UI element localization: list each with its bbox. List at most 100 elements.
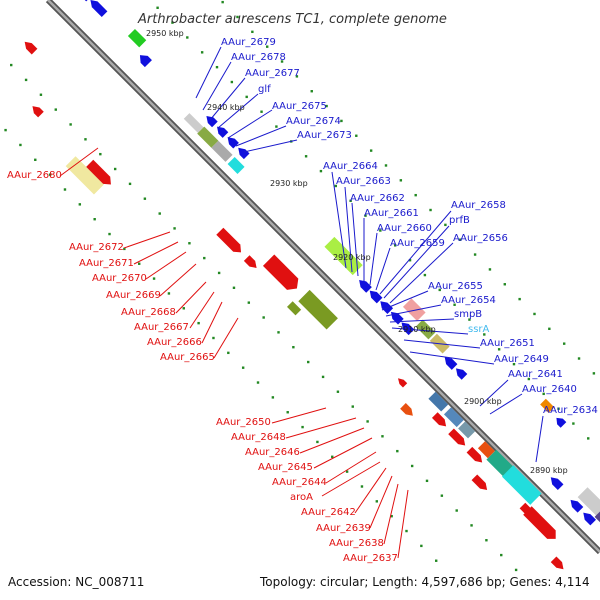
gene-arrow	[262, 254, 299, 290]
gene-feature	[359, 280, 372, 293]
gene-label[interactable]: AAur_2639	[316, 523, 371, 534]
track-dot	[93, 218, 96, 221]
gene-box	[501, 465, 542, 505]
gene-label[interactable]: AAur_2644	[272, 477, 327, 488]
gene-label[interactable]: AAur_2658	[451, 200, 506, 211]
track-dot	[152, 277, 156, 280]
gene-label[interactable]: AAur_2673	[297, 130, 352, 141]
leader-line	[383, 483, 399, 545]
gene-label[interactable]: AAur_2667	[134, 322, 189, 333]
gene-feature	[227, 156, 245, 174]
leader-line	[375, 247, 391, 291]
gene-label[interactable]: AAur_2666	[147, 337, 202, 348]
gene-label[interactable]: AAur_2674	[286, 116, 341, 127]
gene-label[interactable]: AAur_2656	[453, 233, 508, 244]
gene-label[interactable]: AAur_2654	[441, 295, 496, 306]
right-gene-labels: AAur_2679 AAur_2678 AAur_2677 glf AAur_2…	[221, 37, 598, 416]
gene-label[interactable]: AAur_2662	[350, 193, 405, 204]
track-dot	[420, 544, 423, 548]
gene-box	[65, 156, 104, 195]
track-dot	[408, 259, 412, 262]
leader-line	[217, 93, 259, 129]
gene-arrow	[369, 290, 383, 304]
gene-feature	[77, 0, 92, 2]
track-dot	[171, 21, 174, 24]
gene-label[interactable]: AAur_2680	[7, 170, 62, 181]
accession-text: Accession: NC_008711	[8, 575, 144, 589]
gene-feature	[428, 391, 449, 412]
track-dot	[336, 390, 340, 393]
gene-label[interactable]: AAur_2649	[494, 354, 549, 365]
track-dot	[325, 104, 328, 108]
track-dot	[384, 164, 388, 167]
label-leader-lines	[59, 46, 544, 559]
leader-line	[403, 339, 481, 349]
track-dot	[221, 0, 224, 4]
gene-label[interactable]: AAur_2646	[245, 447, 300, 458]
track-dot	[500, 553, 503, 557]
gene-label-rna[interactable]: ssrA	[468, 324, 490, 335]
track-dot	[203, 256, 206, 260]
gene-label[interactable]: AAur_2651	[480, 338, 535, 349]
gene-label[interactable]: AAur_2678	[231, 52, 286, 63]
gene-label[interactable]: AAur_2655	[428, 281, 483, 292]
track-dot	[319, 169, 323, 173]
gene-label[interactable]: AAur_2677	[245, 68, 300, 79]
gene-label[interactable]: prfB	[449, 215, 470, 226]
track-dot	[355, 134, 358, 137]
gene-label[interactable]: AAur_2670	[92, 273, 147, 284]
gene-feature	[400, 403, 413, 416]
track-dot	[399, 179, 403, 182]
gene-label[interactable]: smpB	[454, 309, 482, 320]
gene-label[interactable]: AAur_2640	[522, 384, 577, 395]
gene-label[interactable]: AAur_2648	[231, 432, 286, 443]
gene-label[interactable]: AAur_2641	[508, 369, 563, 380]
gene-label[interactable]: AAur_2645	[258, 462, 313, 473]
track-dot	[577, 357, 581, 360]
gene-feature	[550, 477, 564, 491]
gene-label[interactable]: AAur_2661	[364, 208, 419, 219]
gene-label[interactable]: AAur_2659	[390, 238, 445, 249]
leader-line	[202, 61, 232, 111]
gene-label[interactable]: AAur_2671	[79, 258, 134, 269]
track-dot	[158, 212, 161, 215]
track-dot	[186, 36, 189, 39]
leader-line	[385, 304, 442, 317]
tick-2920: 2920 kbp	[333, 253, 371, 262]
gene-label[interactable]: AAur_2672	[69, 242, 124, 253]
track-dot	[483, 333, 486, 336]
track-dot	[366, 420, 369, 423]
gene-feature	[523, 506, 556, 539]
gene-label[interactable]: AAur_2675	[272, 101, 327, 112]
gene-label[interactable]: AAur_2637	[343, 553, 398, 564]
leader-line	[201, 301, 223, 344]
gene-label[interactable]: AAur_2679	[221, 37, 276, 48]
gene-label[interactable]: AAur_2669	[106, 290, 161, 301]
gene-arrow	[32, 106, 44, 118]
gene-label[interactable]: AAur_2650	[216, 417, 271, 428]
track-dot	[280, 60, 284, 63]
track-dot	[379, 229, 382, 232]
leader-line	[369, 475, 393, 529]
track-dot	[548, 327, 551, 331]
leader-line	[379, 210, 452, 295]
gene-label[interactable]: AAur_2663	[336, 176, 391, 187]
gene-label[interactable]: AAur_2634	[543, 405, 598, 416]
gene-feature	[243, 255, 257, 268]
gene-label[interactable]: aroA	[290, 492, 313, 503]
gene-feature	[183, 113, 204, 133]
gene-box	[443, 407, 464, 428]
gene-label[interactable]: AAur_2664	[323, 161, 378, 172]
gene-label[interactable]: AAur_2668	[121, 307, 176, 318]
track-dot	[256, 381, 260, 384]
track-dot	[295, 75, 299, 78]
track-dot	[4, 128, 7, 132]
track-dot	[113, 167, 117, 171]
track-dot	[251, 30, 254, 34]
gene-label[interactable]: AAur_2660	[377, 223, 432, 234]
gene-label[interactable]: AAur_2642	[301, 507, 356, 518]
gene-label[interactable]: AAur_2638	[329, 538, 384, 549]
gene-label[interactable]: glf	[258, 84, 271, 95]
gene-label[interactable]: AAur_2665	[160, 352, 215, 363]
track-dot	[518, 297, 521, 301]
